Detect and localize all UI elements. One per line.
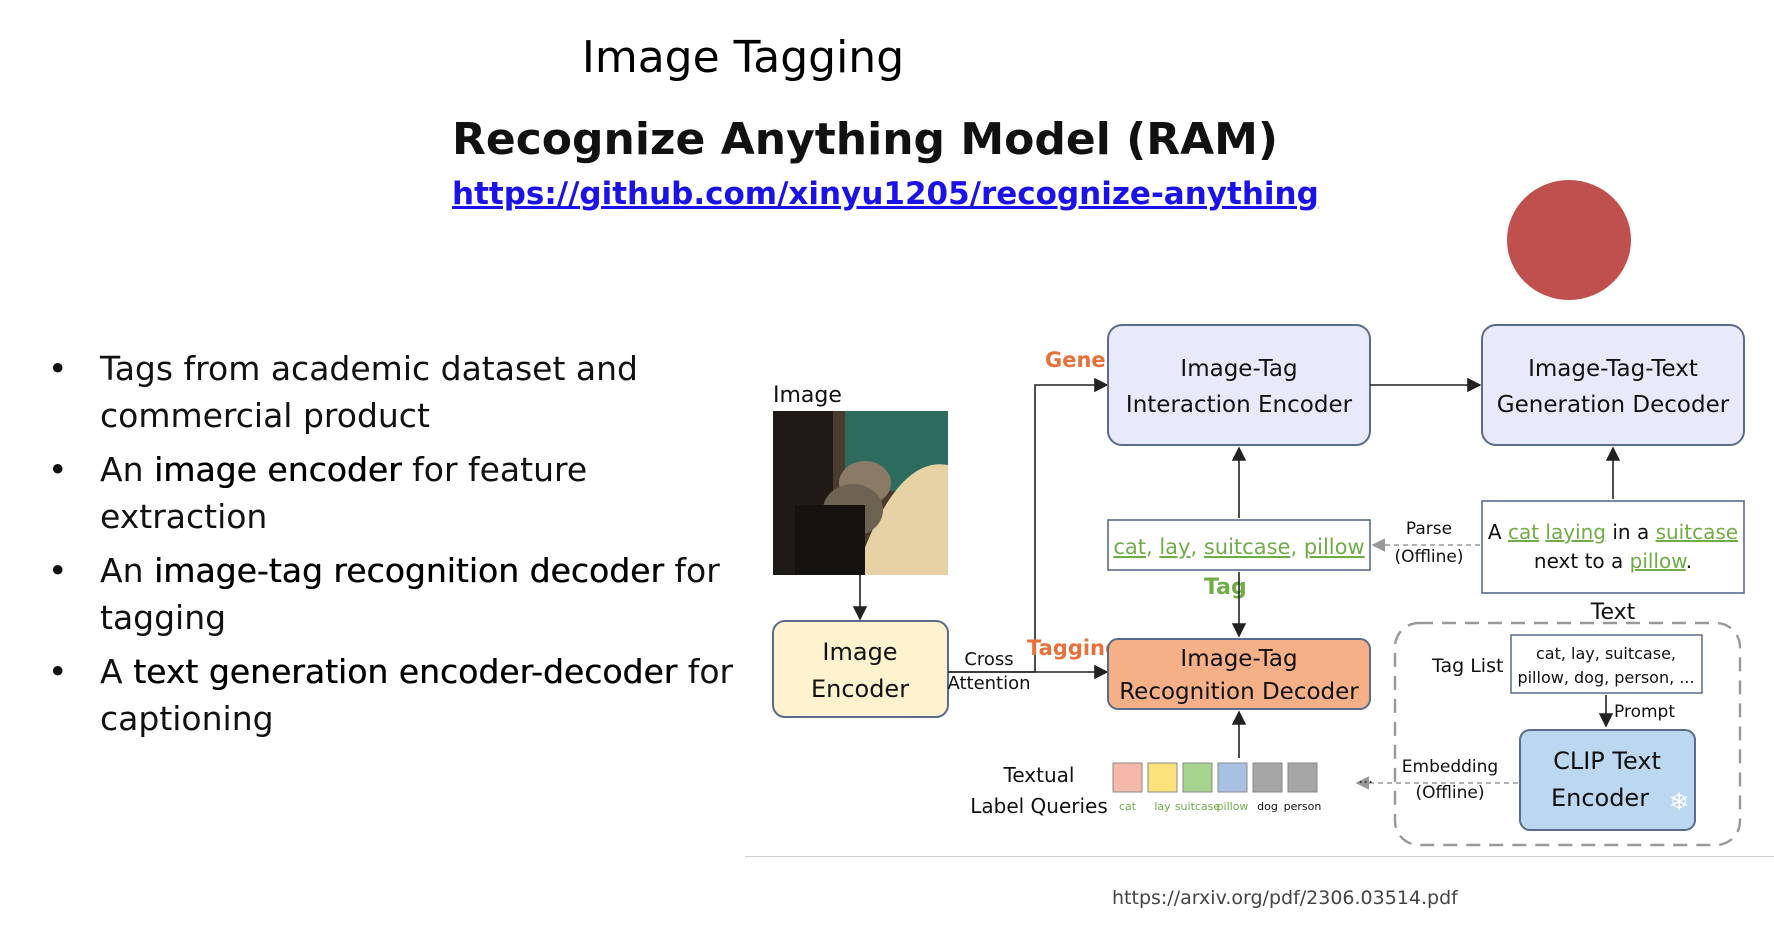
query-swatch-lay: [1147, 762, 1178, 793]
caption-box: [1481, 500, 1745, 594]
queries-label-1: Textual: [1003, 763, 1075, 787]
tag-list-line-2: pillow, dog, person, ...: [1517, 668, 1694, 687]
image-encoder-box: [772, 620, 949, 718]
tag-list-line-1: cat, lay, suitcase,: [1536, 644, 1676, 663]
tags-box: [1107, 519, 1371, 571]
queries-ellipsis: ...: [1358, 768, 1373, 787]
prompt-label: Prompt: [1614, 702, 1675, 722]
query-label-dog: dog: [1257, 800, 1278, 813]
query-label-cat: cat: [1119, 800, 1137, 813]
tag-caption: Tag: [1204, 575, 1247, 600]
image-encoder-label-2: Encoder: [811, 675, 909, 703]
generation-decoder-box: [1481, 324, 1745, 446]
recognition-decoder-box: [1107, 638, 1371, 710]
embedding-label-1: Embedding: [1402, 757, 1498, 777]
text-caption: Text: [1590, 600, 1636, 625]
cross-attention-label-2: Attention: [947, 673, 1030, 694]
slide-title: Image Tagging: [581, 32, 905, 83]
bullet-list: •Tags from academic dataset and commerci…: [40, 345, 740, 749]
query-swatch-suitcase: [1182, 762, 1213, 793]
parse-label-2: (Offline): [1394, 547, 1463, 567]
query-label-lay: lay: [1154, 800, 1171, 813]
ram-architecture-diagram: Image Image Encoder Cross Attention Gene…: [772, 324, 1745, 847]
parse-label-1: Parse: [1406, 519, 1452, 539]
diagram-baseline: [745, 856, 1774, 857]
query-label-person: person: [1284, 800, 1322, 813]
query-swatch-person: [1287, 762, 1318, 793]
bullet-item: •An image encoder for feature extraction: [48, 450, 588, 536]
bullet-item: •An image-tag recognition decoder for ta…: [48, 551, 720, 637]
image-label: Image: [773, 383, 842, 408]
generation-decoder-label-1: Image-Tag-Text: [1528, 356, 1698, 382]
snowflake-icon: ❄: [1669, 788, 1689, 816]
caption-line-2: next to a pillow.: [1534, 549, 1692, 573]
clip-encoder-label-2: Encoder: [1551, 784, 1649, 812]
offline-module-frame: [1393, 621, 1742, 847]
record-indicator: [1507, 180, 1631, 300]
query-label-pillow: pillow: [1217, 800, 1249, 813]
tag-list-box: [1510, 634, 1703, 694]
source-footnote: https://arxiv.org/pdf/2306.03514.pdf: [1112, 887, 1458, 909]
image-encoder-label-1: Image: [822, 638, 897, 666]
bullet-item: •Tags from academic dataset and commerci…: [48, 349, 638, 435]
interaction-encoder-box: [1107, 324, 1371, 446]
query-swatch-dog: [1252, 762, 1283, 793]
query-swatch-cat: [1112, 762, 1143, 793]
repo-link[interactable]: https://github.com/xinyu1205/recognize-a…: [452, 176, 1319, 212]
tags-text: cat, lay, suitcase, pillow: [1113, 535, 1364, 559]
tagging-label: Tagging: [1027, 636, 1120, 660]
interaction-encoder-label-1: Image-Tag: [1180, 356, 1297, 382]
bullet-item: •A text generation encoder-decoder for c…: [48, 652, 734, 738]
recognition-decoder-label-1: Image-Tag: [1180, 646, 1297, 672]
query-swatch-pillow: [1217, 762, 1248, 793]
generation-decoder-label-2: Generation Decoder: [1497, 392, 1730, 418]
cross-attention-label-1: Cross: [964, 649, 1013, 670]
caption-line-1: A cat laying in a suitcase: [1488, 520, 1738, 544]
slide-subtitle: Recognize Anything Model (RAM): [452, 114, 1279, 165]
embedding-label-2: (Offline): [1415, 783, 1484, 803]
tag-list-label: Tag List: [1431, 655, 1503, 677]
recognition-decoder-label-2: Recognition Decoder: [1119, 679, 1359, 705]
queries-label-2: Label Queries: [970, 794, 1108, 818]
interaction-encoder-label-2: Interaction Encoder: [1126, 392, 1353, 418]
query-label-suitcase: suitcase: [1175, 800, 1221, 813]
clip-encoder-label-1: CLIP Text: [1553, 747, 1661, 775]
clip-encoder-box: [1519, 729, 1696, 831]
cat-photo: [773, 411, 948, 575]
